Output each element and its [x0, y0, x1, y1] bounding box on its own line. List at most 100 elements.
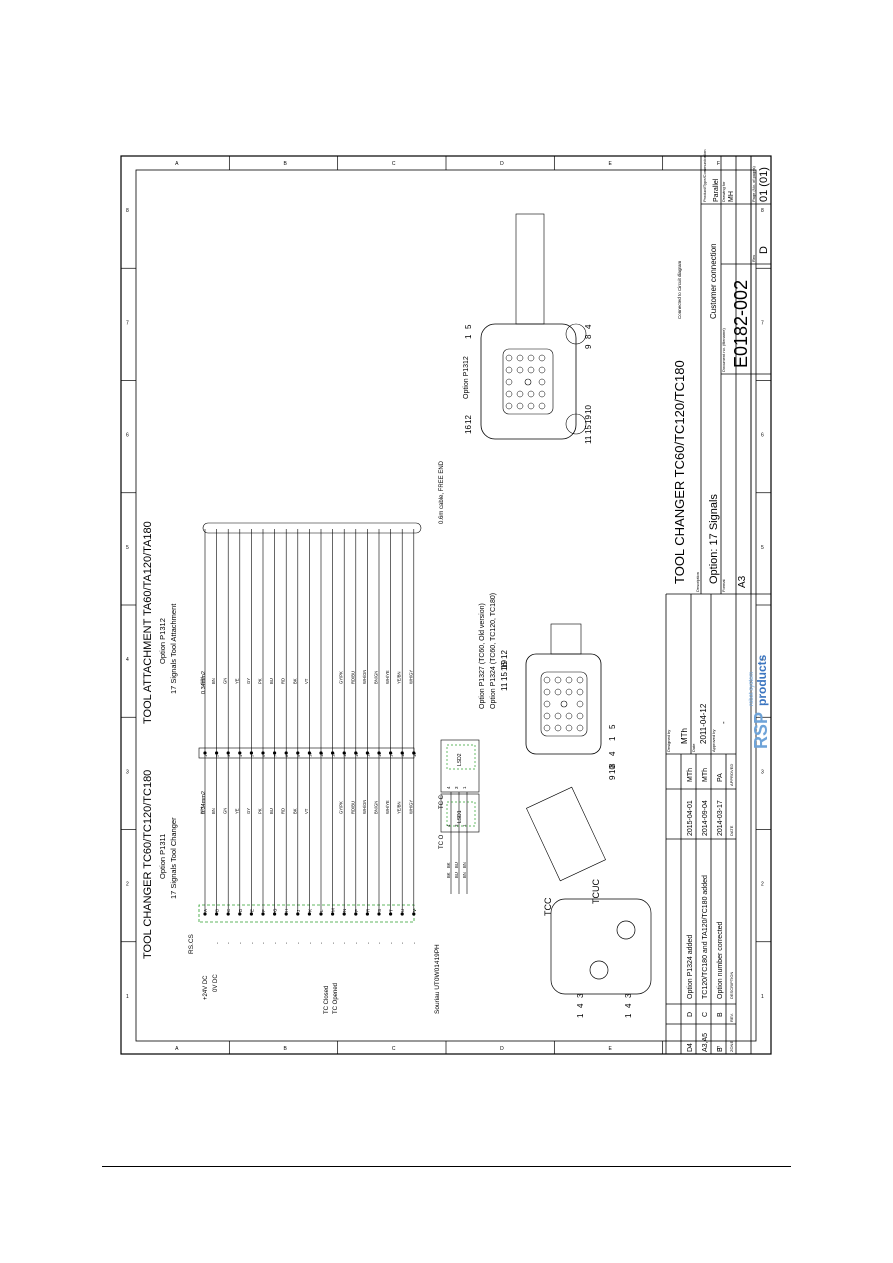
top-pin-label: 9	[584, 344, 593, 349]
pin-dot	[331, 912, 335, 916]
pin-socket	[576, 688, 584, 696]
pin-dot	[226, 912, 230, 916]
rev-rev: B	[717, 1012, 724, 1017]
pin-socket	[576, 712, 584, 720]
pin-socket	[505, 354, 513, 362]
zone-number: 1	[761, 994, 764, 1000]
zone-number: 8	[126, 208, 129, 214]
pin-letter: M	[331, 908, 336, 912]
pin-dash: -	[377, 942, 383, 944]
mid-pin-label: 8	[608, 763, 617, 768]
tcc-pin-label: 1	[576, 1013, 585, 1018]
attachment-title: TOOL ATTACHMENT TA60/TA120/TA180	[142, 521, 154, 724]
zone-ticks	[121, 156, 771, 1054]
pin-dot	[377, 912, 381, 916]
connector-part: Souriau UT0W01419PH	[434, 944, 441, 1014]
pin-dot	[203, 751, 207, 755]
mid-connector-face	[540, 671, 588, 737]
pin-socket	[527, 366, 535, 374]
pin-dash: -	[261, 942, 267, 944]
wire-color: YE/BN	[397, 671, 402, 684]
connector-dashed-box	[198, 904, 415, 923]
pin-number: 18	[400, 752, 405, 757]
top-connector-cable	[515, 213, 545, 325]
mid-pin-label: 12	[500, 650, 509, 659]
zone-letter: E	[609, 161, 613, 167]
pin-dot	[342, 751, 346, 755]
pin-letter: T	[389, 909, 394, 912]
pin-dot	[249, 751, 253, 755]
sensor-pin: 4	[446, 786, 451, 789]
wire-color: VT	[304, 808, 309, 814]
pin-number: 6	[261, 754, 266, 757]
pin-number: 5	[249, 754, 254, 757]
pin-dash: -	[400, 942, 406, 944]
pin-number: 12	[331, 752, 336, 757]
pin-dash: -	[342, 942, 348, 944]
pin-dash: -	[307, 942, 313, 944]
zone-letter: D	[500, 1046, 504, 1052]
tb-format-label: Format	[721, 578, 726, 592]
mid-pin-label: 4	[608, 751, 617, 756]
pin-dot	[412, 912, 416, 916]
sensor-wire-color: BN	[462, 862, 467, 868]
pin-dash: -	[238, 942, 244, 944]
top-pin-label: 4	[584, 324, 593, 329]
wire-color: GN	[223, 678, 228, 684]
sensor-box-tc-c	[440, 739, 480, 793]
pin-socket	[543, 688, 551, 696]
tc-c-label: TC C	[439, 794, 445, 809]
lsd1-label: LSD1	[457, 810, 463, 823]
pin-dot	[249, 912, 253, 916]
rev-rev: C	[702, 1012, 709, 1017]
wire-color: WH/GN	[362, 800, 367, 814]
zone-number: 5	[126, 545, 129, 551]
cable-note: 0.6m cable, FREE END	[439, 460, 445, 524]
pin-number: 2	[215, 754, 220, 757]
top-pin-label: 11	[584, 435, 593, 444]
pin-socket	[538, 378, 546, 386]
pin-dot	[284, 912, 288, 916]
sensor-box-tc-o	[440, 793, 480, 833]
pin-dot	[400, 751, 404, 755]
pin-dash: -	[354, 942, 360, 944]
supply-0v: 0V DC	[213, 974, 219, 992]
zone-letter: E	[609, 1046, 613, 1052]
pin-dot	[273, 912, 277, 916]
mid-pin-label: 16	[500, 662, 509, 671]
zone-number: 7	[126, 320, 129, 326]
pin-socket	[527, 390, 535, 398]
pin-dot	[389, 751, 393, 755]
pin-socket	[516, 354, 524, 362]
pin-socket	[538, 402, 546, 410]
pin-dot	[284, 751, 288, 755]
zone-number: 3	[761, 769, 764, 775]
pin-socket	[538, 390, 546, 398]
connector-label: RS.CS	[188, 933, 195, 954]
sensor-wire-color: BU	[454, 862, 459, 868]
tcuc-pin-label: 1	[624, 1013, 633, 1018]
pin-socket	[565, 724, 573, 732]
pin-number: 14	[354, 752, 359, 757]
rev-zone: D4	[687, 1043, 694, 1052]
pin-dot	[296, 751, 300, 755]
zone-number: 6	[126, 433, 129, 439]
pin-socket	[543, 724, 551, 732]
top-connector-body	[480, 323, 577, 440]
tb-option: Option: 17 Signals	[708, 494, 720, 584]
mid-pin-label: 10	[608, 765, 617, 774]
tb-docno: E0182-002	[731, 280, 751, 368]
pin-number: 10	[307, 752, 312, 757]
changer-signals: 17 Signals Tool Changer	[169, 817, 178, 899]
tb-logo-sub: robot system	[749, 672, 755, 706]
pin-letter: J	[296, 910, 301, 912]
wire-color: PK	[258, 808, 263, 814]
changer-title: TOOL CHANGER TC60/TC120/TC180	[142, 770, 154, 959]
attachment-signals: 17 Signals Tool Attachment	[169, 603, 178, 694]
pin-dash: -	[284, 942, 290, 944]
wire-color: GY	[246, 808, 251, 814]
pin-letter: G	[273, 908, 278, 912]
tcuc-label: TCUC	[591, 879, 601, 904]
